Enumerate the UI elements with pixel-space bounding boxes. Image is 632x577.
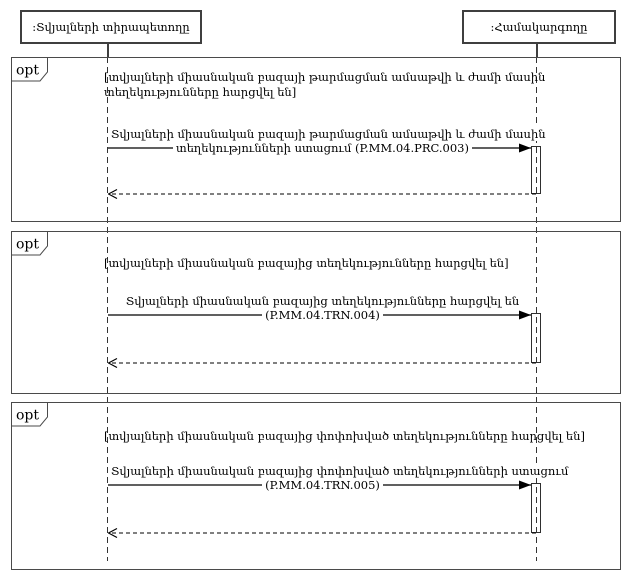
actor-coordinator-label: :Համակարգողը <box>490 20 588 34</box>
message-label-3: Տվյալների միասնական բազայից փոփոխված տեղ… <box>108 464 572 492</box>
message-label-1: Տվյալների միասնական բազայի թարմացման ամս… <box>108 127 549 155</box>
lifeline-stub-right <box>536 40 538 57</box>
return-arrow-3 <box>108 527 536 539</box>
return-arrow-2 <box>108 357 536 369</box>
opt-operator-label: opt <box>16 237 39 253</box>
opt-fragment-3: opt <box>11 402 621 570</box>
guard-condition-3: [տվյալների միասնական բազայից փոփոխված տե… <box>104 429 585 443</box>
lifeline-coordinator <box>536 57 537 561</box>
lifeline-data-owner <box>107 57 108 561</box>
actor-data-owner-label: :Տվյալների տիրապետողը <box>32 20 190 34</box>
actor-data-owner: :Տվյալների տիրապետողը <box>20 10 202 44</box>
opt-operator-tab: opt <box>11 402 48 427</box>
opt-operator-label: opt <box>16 63 39 79</box>
opt-fragment-1: opt <box>11 57 621 222</box>
message-label-2: Տվյալների միասնական բազայից տեղեկություն… <box>108 294 537 322</box>
opt-operator-label: opt <box>16 408 39 424</box>
guard-condition-1: [տվյալների միասնական բազայի թարմացման ամ… <box>104 70 546 99</box>
return-arrow-1 <box>108 188 536 200</box>
opt-operator-tab: opt <box>11 57 48 82</box>
opt-fragment-2: opt <box>11 231 621 394</box>
lifeline-stub-left <box>107 40 109 57</box>
guard-condition-2: [տվյալների միասնական բազայից տեղեկությու… <box>104 256 509 270</box>
opt-operator-tab: opt <box>11 231 48 256</box>
actor-coordinator: :Համակարգողը <box>462 10 616 44</box>
